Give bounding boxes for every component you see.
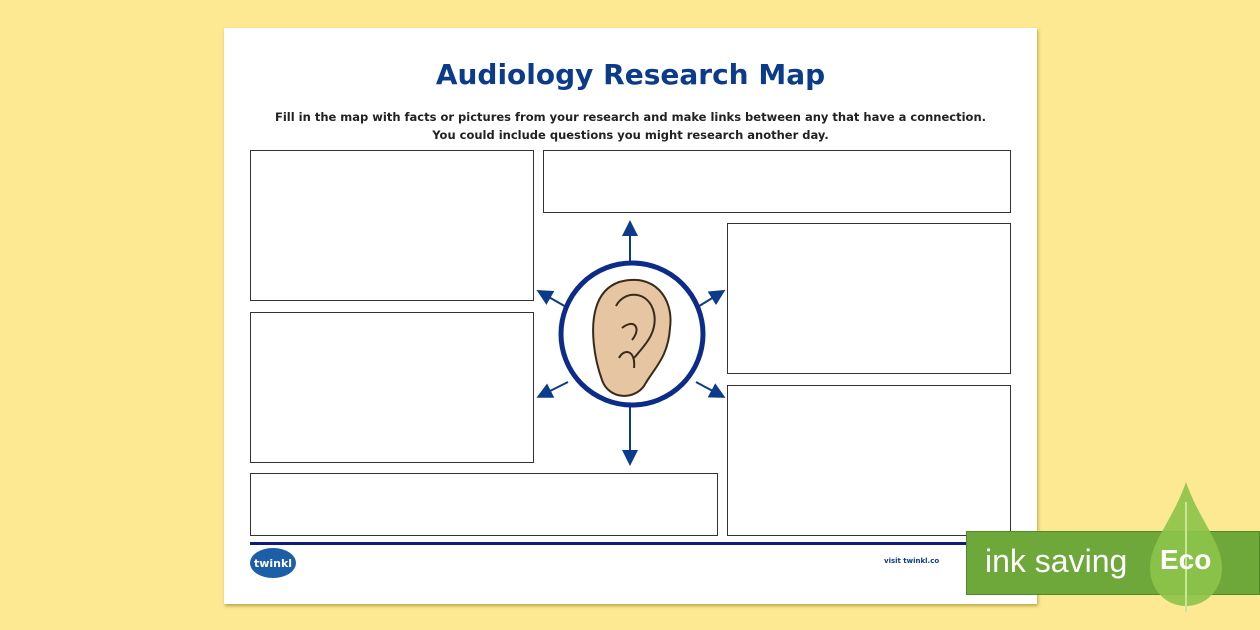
badge-label: ink saving [985,543,1128,579]
ear-icon [592,279,672,397]
answer-box [727,223,1011,374]
answer-box [727,385,1011,536]
eco-label: Eco [1160,544,1212,575]
connector-arrow [536,290,569,309]
connector-arrow [695,289,726,309]
instruction-line: Fill in the map with facts or pictures f… [275,110,986,124]
connector-arrow [695,381,726,398]
worksheet-page: Audiology Research Map Fill in the map w… [224,28,1037,604]
footer-link[interactable]: visit twinkl.co [884,557,940,565]
answer-box [250,150,534,301]
page-title: Audiology Research Map [435,58,826,91]
ear-diagram [536,220,726,466]
answer-box [250,312,534,463]
twinkl-logo: twinkl [250,548,296,578]
leaf-icon [1150,482,1222,612]
answer-box [250,473,718,536]
answer-box [543,150,1011,213]
instruction-line: You could include questions you might re… [432,128,829,142]
footer-rule [250,542,1010,545]
connector-arrow [536,381,569,398]
instructions: Fill in the map with facts or pictures f… [224,108,1037,144]
